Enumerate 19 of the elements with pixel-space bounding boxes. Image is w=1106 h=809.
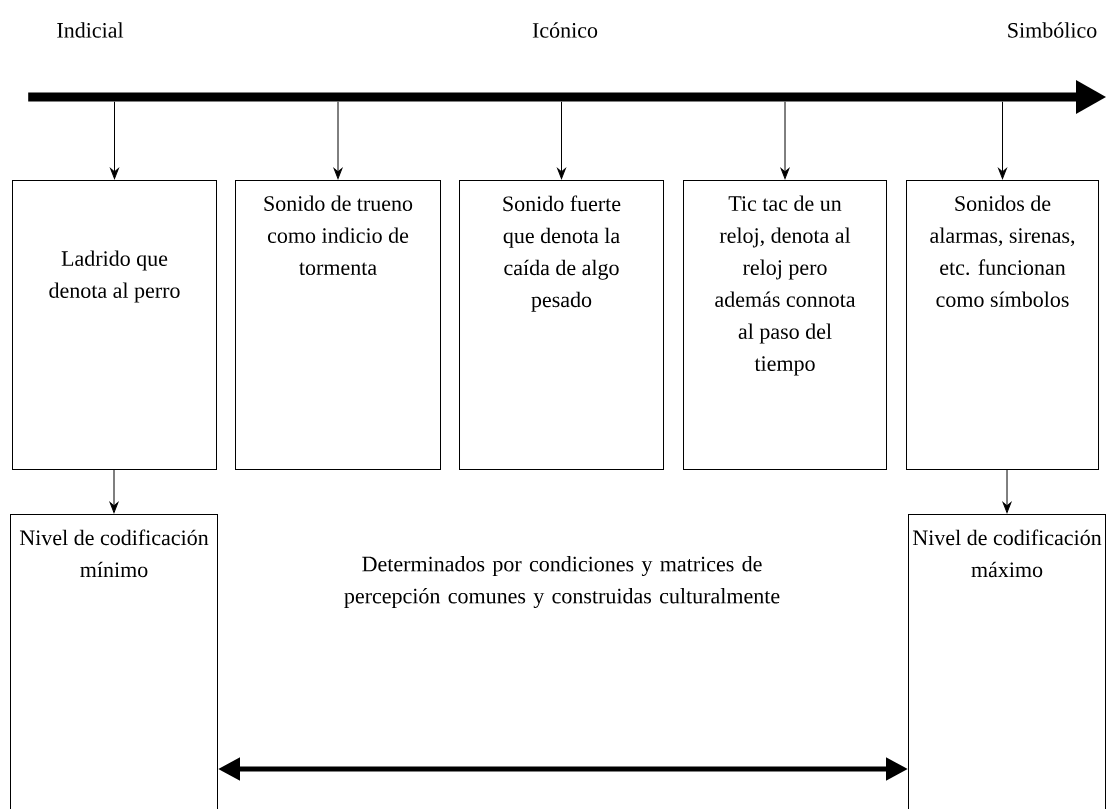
scale-label: Simbólico [1008,22,1097,38]
example-box: Ladrido que denota al perro [12,180,217,470]
example-box: Sonido fuerte que denota la caída de algo pesado [459,180,664,470]
example-box: Sonidos de alarmas, sirenas, etc. funcionan como símbolos [906,180,1099,470]
example-box: Tic tac de un reloj, denota al reloj pero además connota al paso del tiempo [683,180,887,470]
level-box: Nivel de codificación mínimo [10,514,218,809]
scale-label: Indicial [57,22,124,38]
arrow [109,469,119,514]
arrow [998,101,1007,180]
axis-arrow [28,80,1106,114]
scale-label: Icónico [532,22,598,38]
arrow [780,101,790,180]
arrow [333,101,343,180]
arrow [110,101,119,180]
arrow [1002,469,1012,514]
level-box: Nivel de codificación máximo [908,514,1106,809]
example-box: Sonido de trueno como indicio de tormenta [235,180,441,470]
arrow [557,101,566,180]
note-text: Determinados por condiciones y matrices de percepción comunes y construidas culturalmente [344,556,780,608]
